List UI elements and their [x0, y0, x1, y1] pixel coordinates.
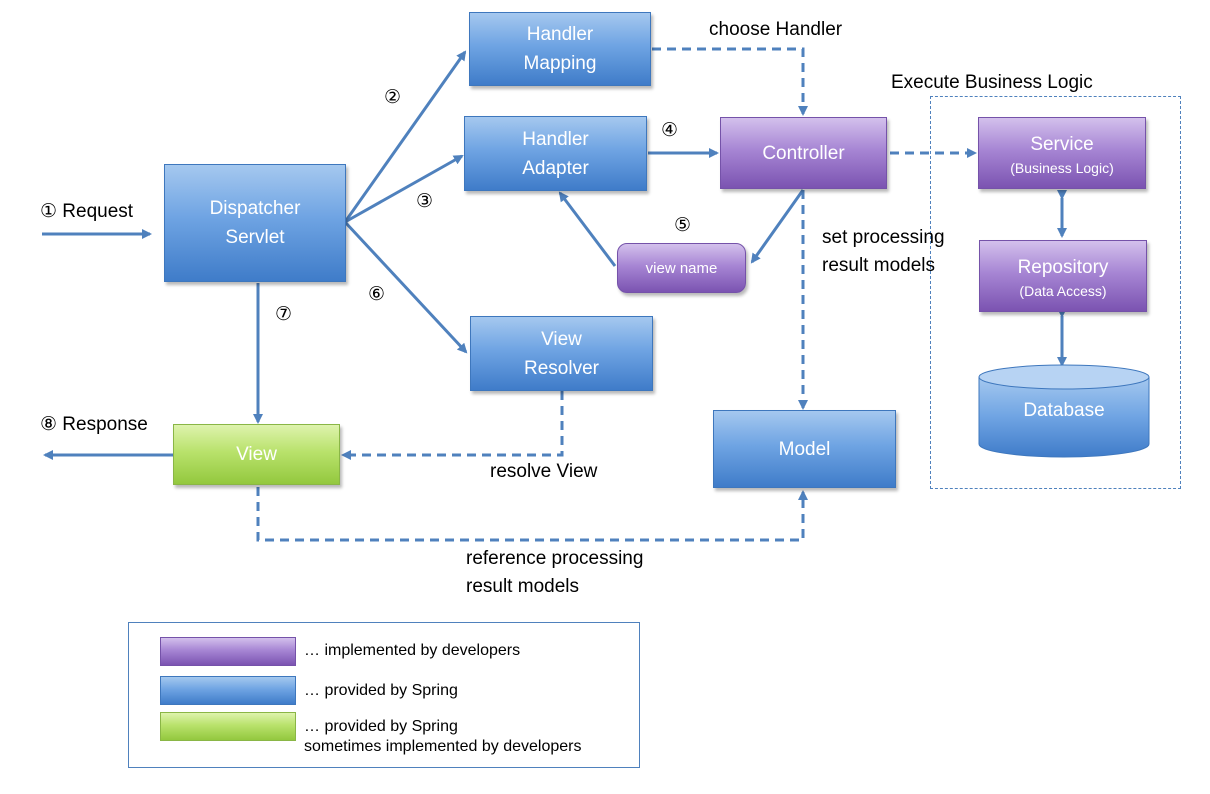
arrow-controller-to-viewname — [750, 189, 805, 264]
service-sublabel: (Business Logic) — [1010, 159, 1114, 176]
view-name-label: view name — [645, 259, 718, 277]
step-3-label: ③ — [416, 191, 434, 212]
legend-swatch-spring-sometimes — [160, 712, 296, 741]
step-2-label: ② — [384, 87, 402, 108]
business-logic-frame — [930, 96, 1181, 489]
set-processing-label: set processing result models — [822, 227, 945, 276]
controller-box: Controller — [720, 117, 887, 189]
view-name-box: view name — [617, 243, 746, 293]
legend-swatch-developers — [160, 637, 296, 666]
view-box: View — [173, 424, 340, 485]
handler-mapping-label: Handler Mapping — [523, 24, 597, 74]
repository-sublabel: (Data Access) — [1019, 282, 1107, 299]
arrow-viewname-to-adapter — [558, 191, 617, 267]
database-label: Database — [1023, 400, 1105, 421]
legend-swatch-spring — [160, 676, 296, 705]
reference-processing-label: reference processing result models — [466, 548, 644, 597]
view-label: View — [236, 444, 277, 465]
arrow-resolver-to-view — [341, 391, 564, 460]
handler-adapter-box: Handler Adapter — [464, 116, 647, 191]
controller-label: Controller — [762, 142, 845, 164]
handler-adapter-label: Handler Adapter — [522, 128, 589, 179]
service-label: Service — [1030, 133, 1094, 155]
repository-box: Repository (Data Access) — [979, 240, 1147, 312]
legend-text-spring: … provided by Spring — [304, 682, 458, 699]
legend-text-developers: … implemented by developers — [304, 642, 521, 659]
arrow-mapping-to-controller — [652, 47, 808, 116]
view-resolver-label: View Resolver — [524, 328, 599, 379]
dispatcher-servlet-label: Dispatcher Servlet — [209, 198, 301, 248]
arrow-dispatcher-to-mapping — [343, 50, 467, 223]
choose-handler-label: choose Handler — [709, 19, 843, 40]
service-box: Service (Business Logic) — [978, 117, 1146, 189]
legend: … implemented by developers … provided b… — [128, 622, 640, 768]
arrow-view-to-model — [256, 487, 808, 542]
execute-business-logic-label: Execute Business Logic — [891, 72, 1093, 93]
model-box: Model — [713, 410, 896, 488]
database-icon — [978, 364, 1150, 458]
model-label: Model — [778, 438, 831, 460]
legend-text-spring-sometimes: … provided by Spring sometimes implement… — [304, 718, 582, 755]
request-label: ① Request — [40, 201, 134, 222]
database-cylinder: Database — [978, 364, 1150, 460]
step-7-label: ⑦ — [275, 304, 293, 325]
step-4-label: ④ — [661, 120, 679, 141]
arrow-dispatcher-to-adapter — [344, 154, 464, 224]
handler-mapping-box: Handler Mapping — [469, 12, 651, 86]
dispatcher-servlet-box: Dispatcher Servlet — [164, 164, 346, 282]
response-label: ⑧ Response — [40, 414, 148, 435]
arrow-dispatcher-to-resolver — [343, 220, 468, 354]
view-resolver-box: View Resolver — [470, 316, 653, 391]
step-5-label: ⑤ — [674, 215, 692, 236]
repository-label: Repository — [1017, 256, 1109, 278]
step-6-label: ⑥ — [368, 284, 386, 305]
resolve-view-label: resolve View — [490, 461, 598, 482]
